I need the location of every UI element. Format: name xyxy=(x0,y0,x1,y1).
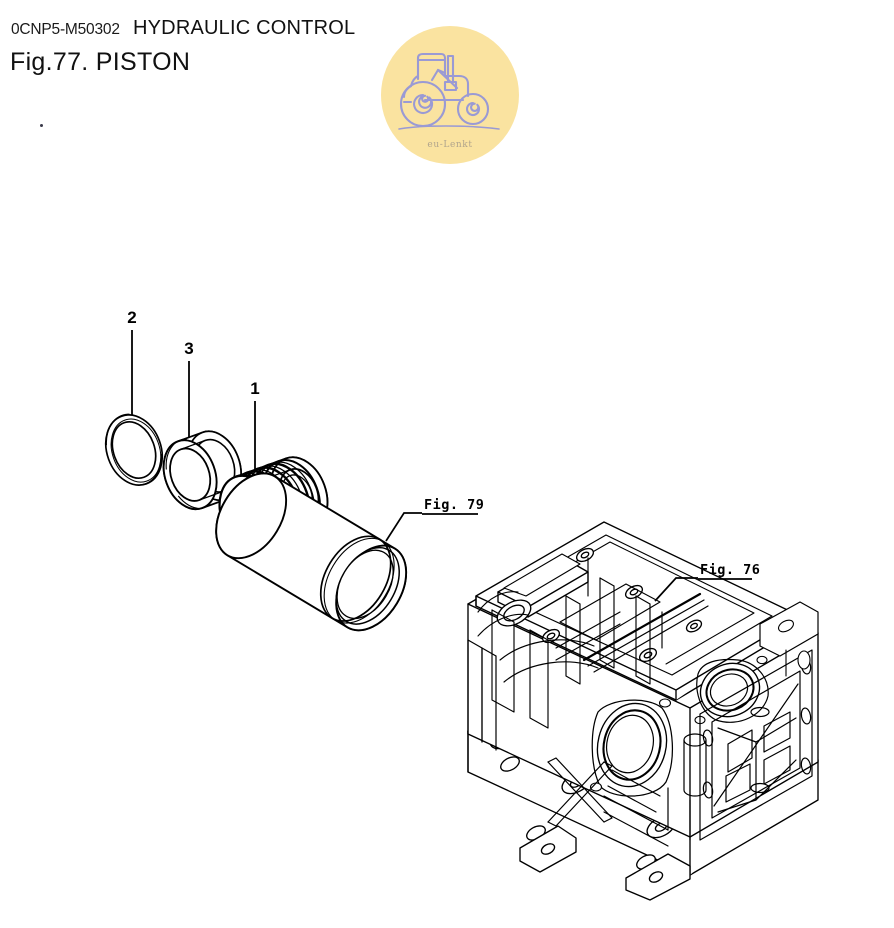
section-title-label: HYDRAULIC CONTROL xyxy=(133,17,356,39)
hydraulic-control-housing-fig-76 xyxy=(467,521,819,901)
fig-79-reference: Fig. 79 xyxy=(385,497,484,542)
fig-76-leader xyxy=(654,577,698,602)
cylinder-tube-fig-79 xyxy=(215,472,408,632)
part-number-label: 0CNP5-M50302 xyxy=(11,21,120,38)
document-header: 0CNP5-M50302 HYDRAULIC CONTROL Fig.77. P… xyxy=(0,0,894,127)
fig-76-reference: Fig. 76 xyxy=(654,562,760,602)
fig-79-label: Fig. 79 xyxy=(424,497,484,513)
interior-columns xyxy=(603,733,707,847)
fig-79-leader xyxy=(385,512,422,542)
fig-76-label: Fig. 76 xyxy=(700,562,760,578)
left-side-ribs xyxy=(467,639,497,751)
figure-title-label: Fig.77. PISTON xyxy=(10,48,191,76)
internal-ribs xyxy=(491,557,663,729)
upper-right-seal-bore xyxy=(694,655,769,725)
callout-3-label: 3 xyxy=(184,339,193,358)
stray-speck-mark xyxy=(40,124,43,127)
lower-cross-brace xyxy=(547,757,613,827)
front-seal-bore xyxy=(589,698,674,797)
callout-2-label: 2 xyxy=(127,308,136,327)
right-face-web-pattern xyxy=(699,649,813,841)
part-2-o-ring xyxy=(95,405,173,494)
callout-1-label: 1 xyxy=(250,379,259,398)
